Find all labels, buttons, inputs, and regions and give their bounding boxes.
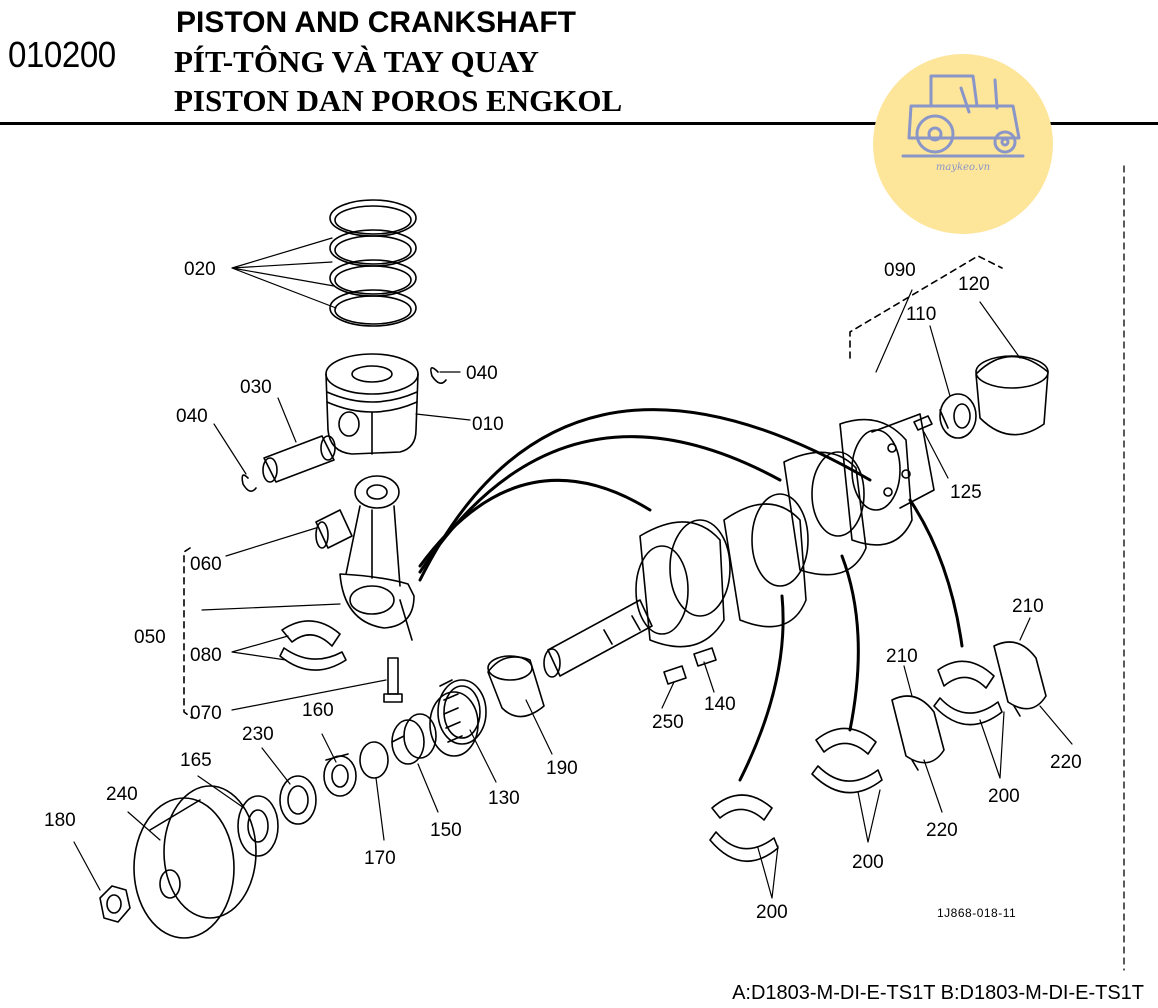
callout: 060 — [190, 554, 222, 575]
section-code: 010200 — [8, 34, 116, 75]
oil-seal — [279, 775, 317, 825]
callout: 200 — [988, 786, 1020, 807]
title-vietnamese: PÍT-TÔNG VÀ TAY QUAY — [174, 44, 539, 79]
callout: 165 — [180, 750, 212, 771]
callout: 170 — [364, 848, 396, 869]
callout: 030 — [240, 377, 272, 398]
callout: 220 — [1050, 752, 1082, 773]
collar — [391, 713, 437, 765]
callout: 120 — [958, 274, 990, 295]
bushing — [315, 509, 353, 549]
callout: 220 — [926, 820, 958, 841]
bracket-050 — [183, 547, 193, 719]
crank-gear — [429, 679, 487, 757]
callout: 250 — [652, 712, 684, 733]
callout: 190 — [546, 758, 578, 779]
callout: 110 — [906, 304, 936, 325]
conrod-bearings — [279, 620, 347, 671]
callout: 010 — [472, 414, 504, 435]
connecting-rod — [339, 475, 415, 641]
callout: 090 — [884, 260, 916, 281]
callout: 200 — [756, 902, 788, 923]
leader-lines — [73, 237, 1073, 899]
figure-reference: 1J868-018-11 — [937, 906, 1017, 920]
callout: 210 — [1012, 596, 1044, 617]
callout: 240 — [106, 784, 138, 805]
callout: 230 — [242, 724, 274, 745]
assembly-arrows — [418, 408, 964, 782]
title-english: PISTON AND CRANKSHAFT — [176, 6, 577, 39]
pulley — [133, 785, 257, 939]
model-applicability: A:D1803-M-DI-E-TS1T B:D1803-M-DI-E-TS1T — [732, 982, 1144, 1004]
bracket-090 — [849, 255, 1003, 359]
conrod-bolt — [383, 657, 403, 703]
callout: 040 — [176, 406, 208, 427]
watermark-logo: maykeo.vn — [873, 54, 1053, 234]
callout: 200 — [852, 852, 884, 873]
callout: 040 — [466, 363, 498, 384]
callout-labels: 020 040 030 040 010 060 050 080 070 160 … — [44, 259, 1082, 923]
callout: 080 — [190, 645, 222, 666]
header-rule — [0, 122, 1158, 125]
tractor-icon — [901, 74, 1025, 158]
callout: 150 — [430, 820, 462, 841]
piston-rings — [329, 199, 417, 327]
callout: 130 — [488, 788, 520, 809]
dowel-pin — [913, 415, 933, 431]
callout: 020 — [184, 259, 216, 280]
ball-bearing — [939, 393, 977, 439]
callout: 140 — [704, 694, 736, 715]
main-bearing-190 — [487, 655, 545, 718]
keys — [663, 647, 717, 685]
logo-brand: maykeo.vn — [935, 162, 991, 173]
callout: 050 — [134, 627, 166, 648]
thrust-washers — [891, 641, 1047, 771]
piston — [325, 353, 419, 455]
title-malay: PISTON DAN POROS ENGKOL — [174, 83, 623, 118]
piston-pin — [262, 435, 336, 483]
nut — [99, 885, 131, 923]
callout: 070 — [190, 703, 222, 724]
snap-rings — [241, 367, 447, 492]
washer — [237, 795, 279, 857]
callout: 210 — [886, 646, 918, 667]
crankshaft — [543, 413, 935, 678]
callout: 160 — [302, 700, 334, 721]
bearing-sleeve — [975, 355, 1049, 436]
callout: 180 — [44, 810, 76, 831]
o-ring — [359, 741, 389, 779]
bearing-160 — [323, 753, 357, 797]
callout: 125 — [950, 482, 982, 503]
